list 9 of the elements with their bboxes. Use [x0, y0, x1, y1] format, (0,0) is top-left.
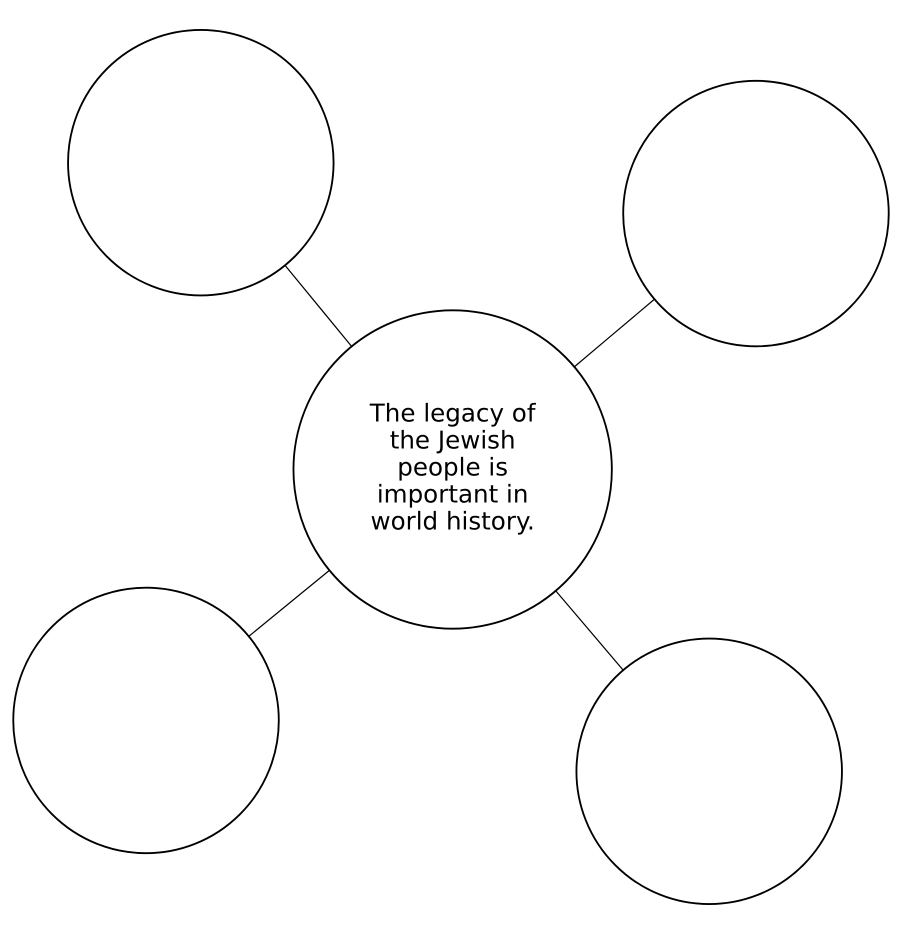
connector — [574, 298, 655, 366]
connector — [248, 570, 330, 636]
node-circle — [67, 28, 334, 296]
node-circle — [576, 637, 843, 904]
node-circle: The legacy of the Jewish people is important in world history. — [292, 308, 613, 630]
node-circle — [12, 586, 280, 854]
connector — [555, 590, 624, 670]
node-circle — [622, 79, 890, 347]
connector — [284, 264, 352, 346]
